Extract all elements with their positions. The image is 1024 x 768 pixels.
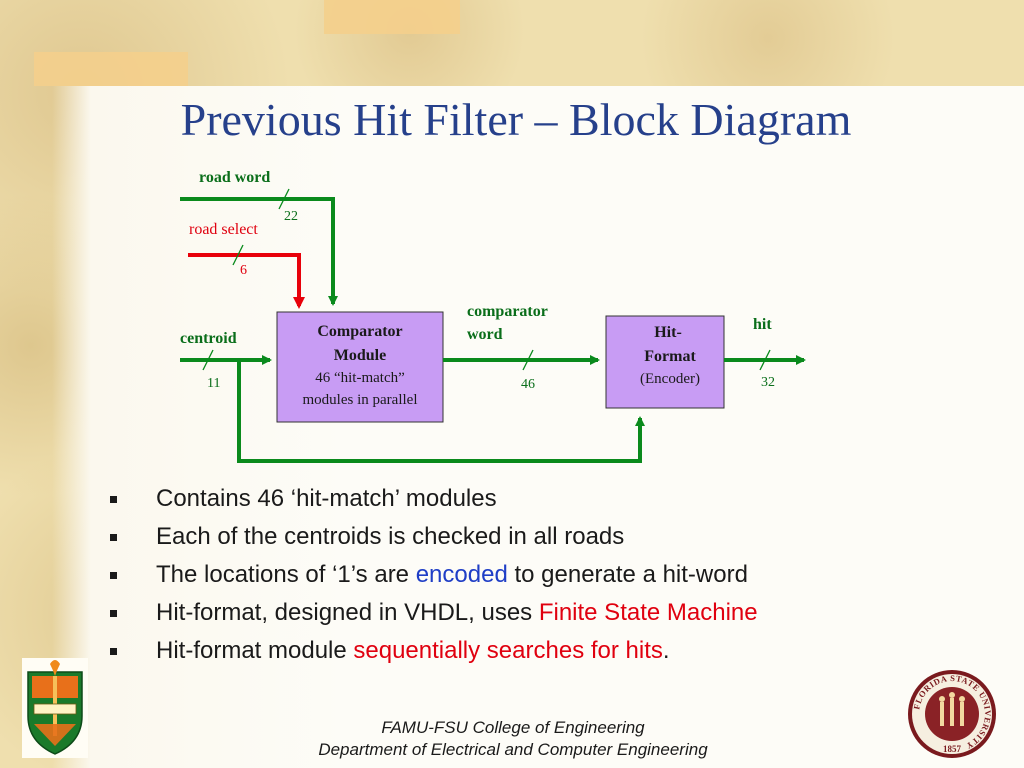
bullet-item: Hit-format module sequentially searches … xyxy=(110,634,758,672)
bullet-text: Contains 46 ‘hit-match’ modules xyxy=(156,485,497,512)
bullet-text: . xyxy=(662,637,670,664)
footer: FAMU-FSU College of Engineering Departme… xyxy=(0,717,1024,761)
bullet-marker-icon xyxy=(110,534,117,541)
road-word-wire xyxy=(180,197,338,306)
comparator-word-width: 46 xyxy=(521,377,535,392)
road-select-slash xyxy=(232,244,244,266)
bullet-text: to generate a hit-word xyxy=(507,561,748,588)
bullet-item: Each of the centroids is checked in all … xyxy=(110,520,758,558)
bullet-text: encoded xyxy=(415,561,508,588)
centroid-width: 11 xyxy=(207,376,220,391)
comparator-module-line2: Module xyxy=(334,347,386,364)
bullet-marker-icon xyxy=(110,572,117,579)
comparator-word-slash xyxy=(522,349,534,371)
bullet-marker-icon xyxy=(110,496,117,503)
road-select-width: 6 xyxy=(240,263,247,278)
famu-logo xyxy=(22,658,88,758)
hit-format-block xyxy=(605,315,725,409)
hit-format-line3: (Encoder) xyxy=(640,371,700,387)
centroid-slash xyxy=(202,349,214,371)
torch-icons xyxy=(939,692,965,726)
comparator-word-label-line2: word xyxy=(467,326,503,343)
bullet-text: Hit-format module xyxy=(156,637,354,664)
comparator-module-line3: 46 “hit-match” xyxy=(315,370,405,386)
hit-width: 32 xyxy=(761,375,775,390)
hit-format-line1: Hit- xyxy=(654,324,682,341)
torch-flame-icon xyxy=(50,660,60,676)
bullet-item: Contains 46 ‘hit-match’ modules xyxy=(110,482,758,520)
bullet-text: The locations of ‘1’s are xyxy=(156,561,416,588)
centroid-label: centroid xyxy=(180,330,237,347)
hit-label: hit xyxy=(753,316,772,333)
hit-format-line2: Format xyxy=(644,348,696,365)
comparator-module-line4: modules in parallel xyxy=(303,392,418,408)
slide-title: Previous Hit Filter – Block Diagram xyxy=(180,94,852,145)
bullet-text: Hit-format, designed in VHDL, uses xyxy=(156,599,539,626)
comparator-module-block xyxy=(276,311,444,423)
bullet-text: Each of the centroids is checked in all … xyxy=(156,523,625,550)
comparator-module-line1: Comparator xyxy=(317,323,402,340)
road-select-wire xyxy=(188,253,305,309)
comparator-word-label-line1: comparator xyxy=(467,303,548,320)
fsu-seal: FLORIDA STATE UNIVERSITY 1857 xyxy=(908,670,996,758)
road-word-width: 22 xyxy=(284,209,298,224)
bullet-marker-icon xyxy=(110,610,117,617)
bullet-marker-icon xyxy=(110,648,117,655)
bullet-item: The locations of ‘1’s are encoded to gen… xyxy=(110,558,758,596)
road-word-label: road word xyxy=(199,169,270,186)
decorative-tab-top xyxy=(324,0,460,34)
bullet-text: sequentially searches for hits xyxy=(353,637,663,664)
bullet-text: Finite State Machine xyxy=(538,599,758,626)
footer-line1: FAMU-FSU College of Engineering xyxy=(381,718,645,737)
footer-line2: Department of Electrical and Computer En… xyxy=(318,740,708,759)
decorative-tab-left xyxy=(34,52,188,86)
road-word-slash xyxy=(278,188,290,210)
road-select-label: road select xyxy=(189,221,258,238)
fsu-seal-year: 1857 xyxy=(943,744,962,754)
bullet-item: Hit-format, designed in VHDL, uses Finit… xyxy=(110,596,758,634)
centroid-bypass-wire xyxy=(237,360,645,463)
hit-slash xyxy=(759,349,771,371)
